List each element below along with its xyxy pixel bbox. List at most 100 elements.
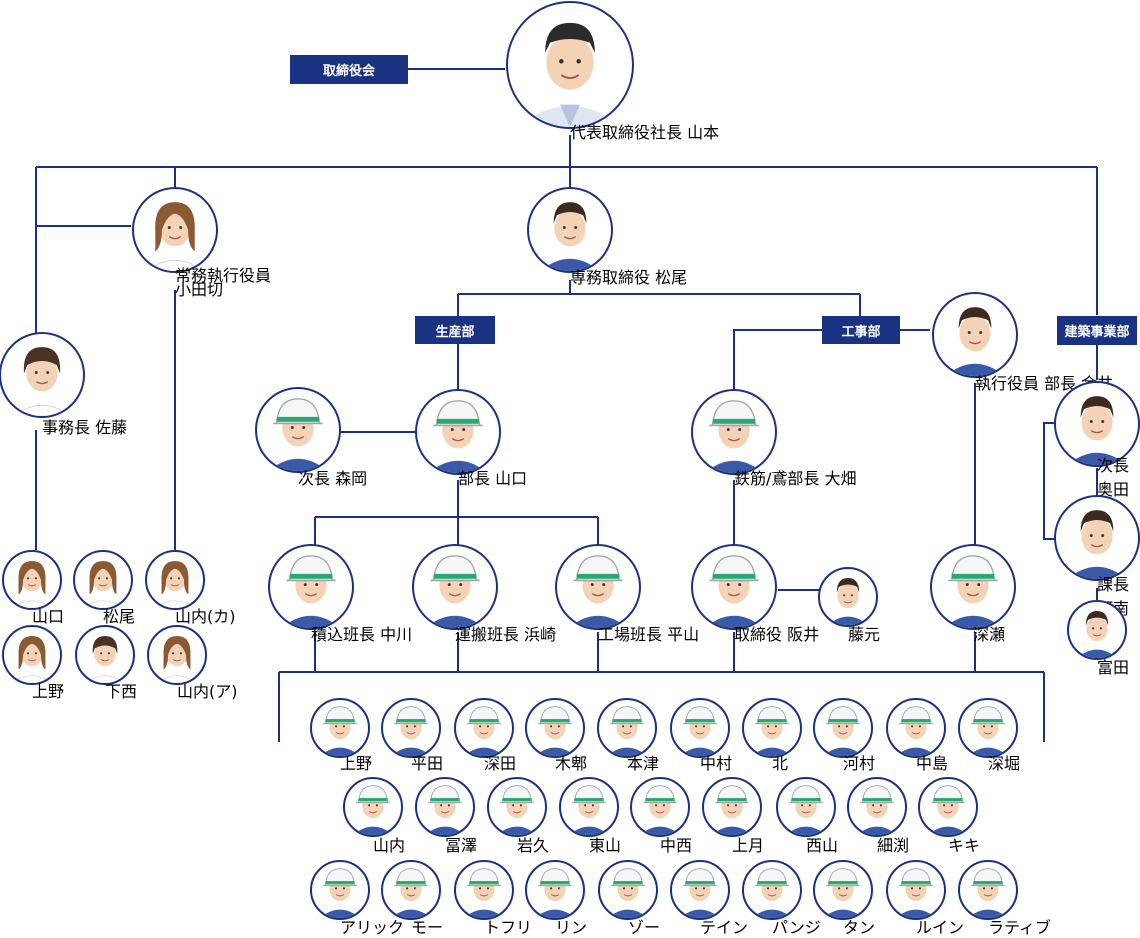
portrait-avatar [886,860,946,920]
person-label-row1-6: 北 [772,754,789,773]
person-label-row1-9: 深堀 [988,754,1021,773]
portrait-avatar [343,777,403,837]
person-label-yamauchi_a: 山内(ア) [177,682,238,701]
portrait-avatar [670,860,730,920]
portrait-avatar [813,698,873,758]
person-label-sakai: 取締役 阪井 [734,625,820,644]
person-label-row1-1: 平田 [411,754,444,773]
person-label-yamaguchi_bucho: 部長 山口 [458,469,528,488]
person-label-fujimoto: 藤元 [848,625,881,644]
person-label-row3-6: パンジ [772,918,821,937]
person-label-ohata: 鉄筋/鳶部長 大畑 [734,469,857,488]
portrait-avatar [506,1,634,129]
person-label-row2-1: 冨澤 [445,836,478,855]
portrait-avatar [310,860,370,920]
portrait-avatar [1054,495,1140,581]
person-label-row3-7: タン [843,918,876,937]
person-label-row3-9: ラティブ [988,918,1052,937]
person-label-sato: 事務長 佐藤 [42,418,128,437]
portrait-avatar [73,550,133,610]
person-label-row3-1: モー [411,918,444,937]
person-label-row3-8: ルイン [916,918,965,937]
person-label-row2-0: 山内 [373,836,406,855]
person-label-row3-3: リン [555,918,588,937]
portrait-avatar [268,544,354,630]
portrait-avatar [381,698,441,758]
portrait-avatar [776,777,836,837]
person-label-matsuo_o: 松尾 [103,607,136,626]
portrait-avatar [691,544,777,630]
person-label-shimonishi: 下西 [105,682,138,701]
person-label-hamasaki: 運搬班長 浜崎 [455,625,557,644]
portrait-avatar [454,698,514,758]
portrait-avatar [742,860,802,920]
person-label-row2-4: 中西 [660,836,693,855]
portrait-avatar [255,387,341,473]
person-label-ueno_o: 上野 [32,682,65,701]
person-label-row3-4: ゾー [628,918,661,937]
person-label-okuda: 次長 奥田 [1097,456,1130,499]
person-label-yamauchi_ka: 山内(カ) [175,607,236,626]
portrait-avatar [958,860,1018,920]
portrait-avatar [918,777,978,837]
portrait-avatar [932,292,1018,378]
portrait-avatar [1054,381,1140,467]
portrait-avatar [555,544,641,630]
portrait-avatar [527,187,613,273]
portrait-avatar [487,777,547,837]
person-label-row1-2: 深田 [484,754,517,773]
seisanbu-box: 生産部 [415,316,495,344]
portrait-avatar [412,544,498,630]
person-label-row3-0: アリック [340,918,405,937]
portrait-avatar [0,332,85,418]
portrait-avatar [415,777,475,837]
person-label-row1-8: 中島 [916,754,949,773]
portrait-avatar [2,550,62,610]
portrait-avatar [886,698,946,758]
person-label-row2-7: 細渕 [877,836,910,855]
person-label-row1-5: 中村 [700,754,733,773]
person-label-row1-3: 木郫 [555,754,588,773]
person-label-row2-2: 岩久 [517,836,550,855]
portrait-avatar [132,187,218,273]
portrait-avatar [559,777,619,837]
person-label-hirayama: 工場班長 平山 [598,625,700,644]
person-label-morioka: 次長 森岡 [298,469,368,488]
person-label-row1-4: 本津 [627,754,660,773]
koujibu-box: 工事部 [822,316,900,344]
portrait-avatar [415,389,501,475]
portrait-avatar [691,389,777,475]
person-label-row2-6: 西山 [806,836,839,855]
portrait-avatar [310,698,370,758]
portrait-avatar [598,860,658,920]
portrait-avatar [930,544,1016,630]
portrait-avatar [525,698,585,758]
portrait-avatar [818,567,878,627]
person-label-row3-5: テイン [700,918,749,937]
portrait-avatar [145,550,205,610]
portrait-avatar [1067,600,1127,660]
portrait-avatar [597,698,657,758]
portrait-avatar [75,625,135,685]
kenchiku-box: 建築事業部 [1057,316,1137,345]
person-label-odagiri_1: 常務執行役員 [175,266,272,285]
person-label-row3-2: トフリ [484,918,533,937]
portrait-avatar [847,777,907,837]
person-label-fukase: 深瀬 [973,625,1006,644]
portrait-avatar [813,860,873,920]
person-label-row1-7: 河村 [843,754,876,773]
person-label-row1-0: 上野 [340,754,373,773]
person-label-row2-3: 東山 [589,836,622,855]
person-label-yamaguchi_o: 山口 [32,607,65,626]
portrait-avatar [381,860,441,920]
person-label-row2-5: 上月 [732,836,765,855]
portrait-avatar [147,625,207,685]
portrait-avatar [454,860,514,920]
person-label-tomita_k: 富田 [1097,658,1130,677]
person-label-odagiri_2: 小田切 [175,280,224,299]
person-label-president: 代表取締役社長 山本 [570,123,720,142]
portrait-avatar [702,777,762,837]
portrait-avatar [525,860,585,920]
